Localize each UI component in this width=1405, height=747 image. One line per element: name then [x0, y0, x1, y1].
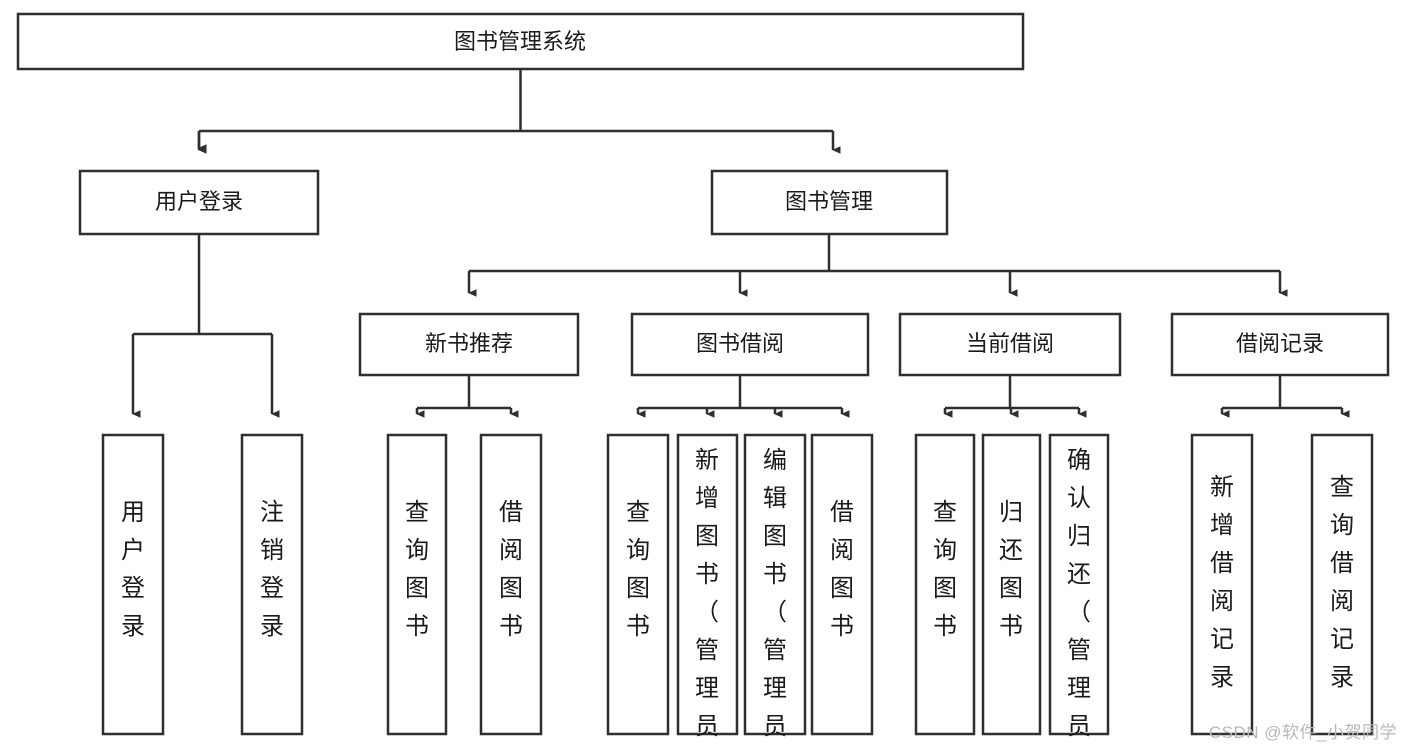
leaf-label-return-books: 归还图书 — [999, 499, 1023, 640]
node-current-borrow[interactable]: 当前借阅 — [898, 312, 1122, 377]
leaf-logout[interactable]: 注销登录 — [240, 433, 304, 736]
leaf-query-books-newbook[interactable]: 查询图书 — [386, 433, 448, 736]
node-box-user-login — [78, 169, 320, 236]
node-borrow-records[interactable]: 借阅记录 — [1170, 312, 1390, 377]
node-box-book-management — [710, 169, 949, 236]
node-label-user-login: 用户登录 — [155, 189, 243, 214]
connector-root-bus — [199, 69, 833, 148]
leaf-confirm-return-admin[interactable]: 确认归还（管理员） — [1048, 433, 1110, 747]
leaf-label-query-books-borrow: 查询图书 — [626, 499, 650, 640]
leaf-box-edit-book-admin — [743, 433, 807, 736]
leaf-borrow-books-borrow[interactable]: 借阅图书 — [810, 433, 874, 736]
leaf-label-query-books-current: 查询图书 — [933, 499, 957, 640]
leaf-box-logout — [240, 433, 304, 736]
leaf-box-query-borrow-record — [1310, 433, 1374, 736]
node-label-new-book-recommend: 新书推荐 — [425, 331, 513, 356]
leaf-label-query-borrow-record: 查询借阅记录 — [1330, 474, 1354, 691]
node-label-book-management: 图书管理 — [785, 189, 873, 214]
node-label-current-borrow: 当前借阅 — [966, 331, 1054, 356]
node-box-book-borrow — [630, 312, 870, 377]
leaf-user-login[interactable]: 用户登录 — [101, 433, 165, 736]
node-root-system[interactable]: 图书管理系统 — [16, 12, 1025, 71]
leaf-label-logout: 注销登录 — [260, 499, 284, 640]
leaf-borrow-books-newbook[interactable]: 借阅图书 — [479, 433, 543, 736]
node-new-book-recommend[interactable]: 新书推荐 — [358, 312, 580, 377]
node-label-root: 图书管理系统 — [454, 29, 586, 54]
node-label-book-borrow: 图书借阅 — [696, 331, 784, 356]
leaf-box-confirm-return-admin — [1048, 433, 1110, 736]
leaf-query-borrow-record[interactable]: 查询借阅记录 — [1310, 433, 1374, 736]
leaf-label-edit-book-admin: 编辑图书（管理员） — [763, 447, 787, 747]
node-label-borrow-records: 借阅记录 — [1236, 331, 1324, 356]
leaf-label-borrow-books-borrow: 借阅图书 — [830, 499, 854, 640]
leaf-add-borrow-record[interactable]: 新增借阅记录 — [1190, 433, 1254, 736]
leaf-label-borrow-books-newbook: 借阅图书 — [499, 499, 523, 640]
leaf-label-add-book-admin: 新增图书（管理员） — [695, 447, 719, 747]
leaf-box-query-books-newbook — [386, 433, 448, 736]
leaf-box-return-books — [981, 433, 1042, 736]
node-book-borrow[interactable]: 图书借阅 — [630, 312, 870, 377]
connector-layer — [131, 69, 1350, 418]
node-box-root — [16, 12, 1025, 71]
node-box-current-borrow — [898, 312, 1122, 377]
leaf-box-add-book-admin — [676, 433, 739, 736]
leaf-box-user-login — [101, 433, 165, 736]
node-book-management[interactable]: 图书管理 — [710, 169, 949, 236]
leaf-box-query-books-current — [914, 433, 976, 736]
leaf-box-borrow-books-newbook — [479, 433, 543, 736]
leaf-query-books-borrow[interactable]: 查询图书 — [606, 433, 670, 736]
csdn-watermark: CSDN @软件_小贺同学 — [1208, 723, 1397, 742]
node-box-borrow-records — [1170, 312, 1390, 377]
leaf-return-books[interactable]: 归还图书 — [981, 433, 1042, 736]
node-box-new-book-recommend — [358, 312, 580, 377]
leaf-edit-book-admin[interactable]: 编辑图书（管理员） — [743, 433, 807, 747]
leaf-add-book-admin[interactable]: 新增图书（管理员） — [676, 433, 739, 747]
leaf-label-user-login: 用户登录 — [121, 499, 145, 640]
leaf-box-add-borrow-record — [1190, 433, 1254, 736]
leaf-query-books-current[interactable]: 查询图书 — [914, 433, 976, 736]
leaf-box-borrow-books-borrow — [810, 433, 874, 736]
leaf-label-add-borrow-record: 新增借阅记录 — [1210, 474, 1234, 691]
leaf-label-confirm-return-admin: 确认归还（管理员） — [1067, 447, 1091, 747]
leaf-box-query-books-borrow — [606, 433, 670, 736]
leaf-label-query-books-newbook: 查询图书 — [405, 499, 429, 640]
node-user-login[interactable]: 用户登录 — [78, 169, 320, 236]
